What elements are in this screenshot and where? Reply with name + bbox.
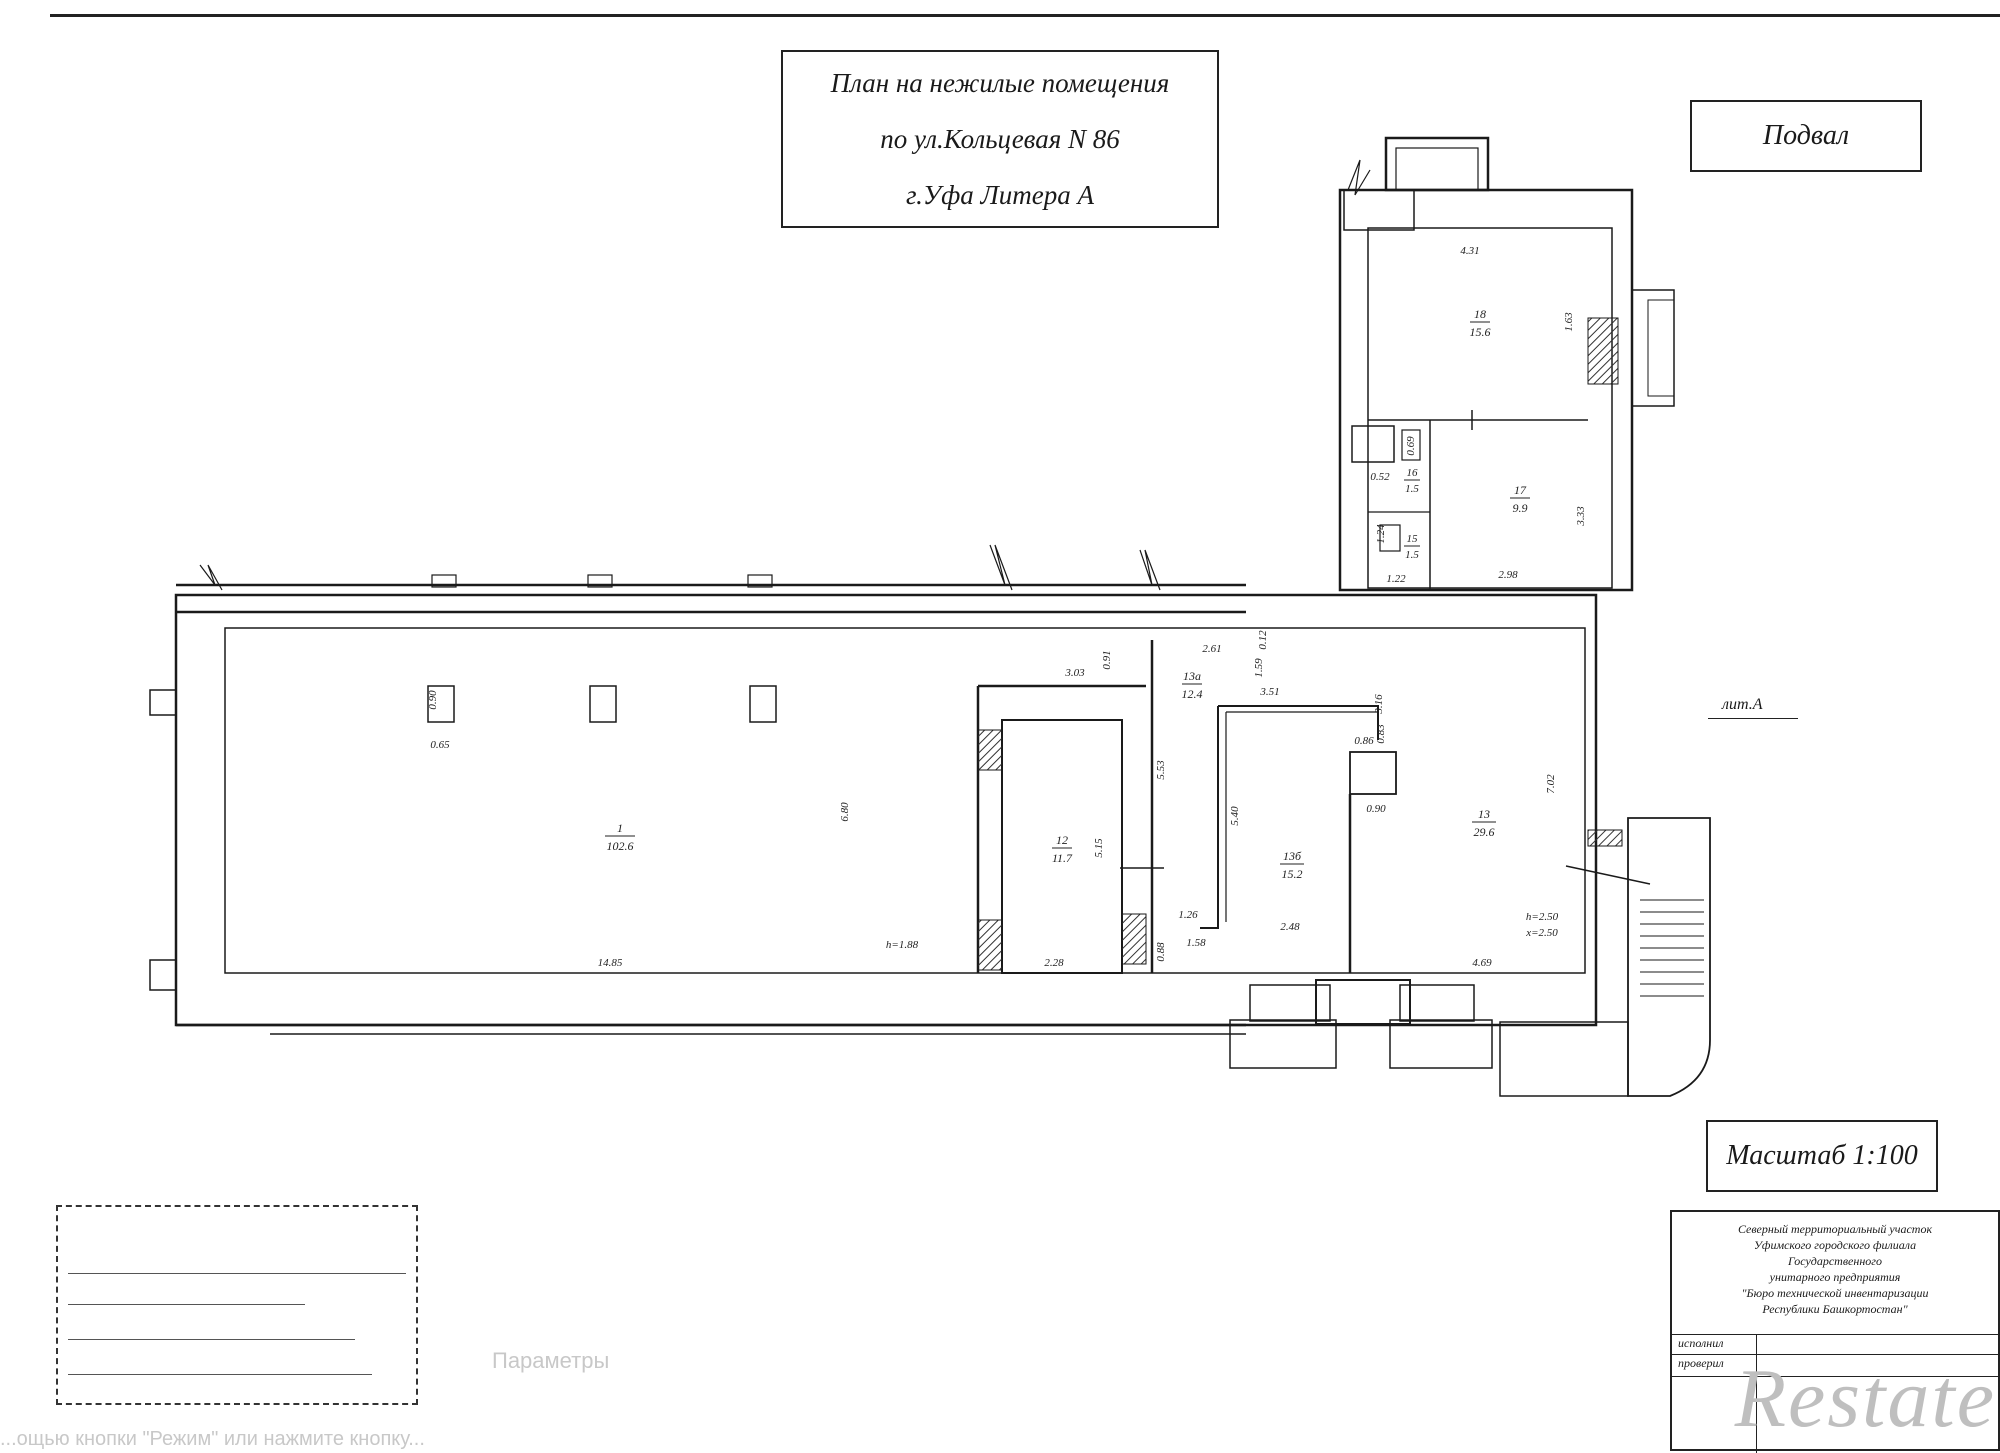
stamp-signature-line-3 [68,1354,373,1375]
svg-text:0.65: 0.65 [430,739,450,751]
svg-text:0.86: 0.86 [1354,735,1374,747]
stamp-org-line-2: Уфимского городского филиала [1753,1238,1917,1252]
dimension-labels: 4.31 1.63 3.33 2.98 0.52 1.24 1.22 0.69 … [427,245,1587,969]
stamp-column-divider [1756,1334,1757,1453]
title-line-2: по ул.Кольцевая N 86 [880,124,1120,154]
scale-label: Масштаб 1:100 [1706,1120,1938,1192]
svg-text:0.83: 0.83 [1375,724,1387,744]
svg-text:0.91: 0.91 [1101,650,1113,669]
stamp-org-line-6: Республики Башкортостан" [1762,1302,1908,1316]
level-label: Подвал [1690,100,1922,172]
svg-text:9.9: 9.9 [1513,501,1528,515]
svg-text:1.26: 1.26 [1178,909,1198,921]
restate-watermark: Restate [1734,1352,1996,1445]
column-3 [749,685,777,723]
svg-text:4.69: 4.69 [1472,957,1492,969]
svg-text:17: 17 [1514,483,1527,497]
svg-text:1.59: 1.59 [1253,658,1265,678]
stamp-divider-3 [1672,1376,1998,1377]
wall-inner-main [224,627,1586,974]
stamp-signature-line-1 [68,1284,305,1305]
stamp-org-line-3: Государственного [1788,1254,1882,1268]
svg-text:3.51: 3.51 [1259,686,1279,698]
title-line-1: План на нежилые помещения [830,68,1170,98]
svg-text:12.4: 12.4 [1182,687,1203,701]
svg-text:18: 18 [1474,307,1486,321]
svg-text:1.63: 1.63 [1563,312,1575,332]
room-label-13: 13 29.6 [1472,807,1496,839]
svg-text:16: 16 [1407,467,1419,479]
svg-text:1: 1 [617,821,623,835]
room-label-13a: 13а 12.4 [1182,669,1203,701]
stamp-signature-line-2 [68,1319,356,1340]
stamp-org-line-5: "Бюро технической инвентаризации [1741,1286,1929,1300]
svg-text:0.90: 0.90 [427,690,439,710]
svg-text:0.52: 0.52 [1370,471,1390,483]
svg-text:13б: 13б [1283,849,1302,863]
svg-text:h=1.88: h=1.88 [886,939,919,951]
svg-text:0.12: 0.12 [1257,630,1269,650]
svg-text:x=2.50: x=2.50 [1525,927,1558,939]
svg-text:15.2: 15.2 [1282,867,1303,881]
svg-text:1.5: 1.5 [1405,549,1419,561]
ghost-hint-text: ...ощью кнопки "Режим" или нажмите кнопк… [0,1428,425,1450]
stamp-scribble [68,1213,406,1274]
svg-text:1.58: 1.58 [1186,937,1206,949]
stamp-row-2: проверил [1678,1356,1724,1370]
stamp-divider-1 [1672,1334,1998,1335]
svg-text:2.48: 2.48 [1280,921,1300,933]
column-2 [589,685,617,723]
svg-text:0.69: 0.69 [1405,436,1417,456]
svg-text:11.7: 11.7 [1052,851,1073,865]
svg-text:3.33: 3.33 [1575,506,1587,527]
title-line-3: г.Уфа Литера А [905,180,1095,210]
svg-text:1.24: 1.24 [1375,524,1387,544]
room-label-17: 179.9 [1510,483,1530,515]
svg-text:13: 13 [1478,807,1490,821]
svg-text:2.61: 2.61 [1202,643,1221,655]
svg-text:5.15: 5.15 [1093,838,1105,858]
svg-text:2.28: 2.28 [1044,957,1064,969]
stamp-row-1: исполнил [1678,1336,1724,1350]
plan-title-box: План на нежилые помещения по ул.Кольцева… [781,50,1219,228]
svg-text:1.22: 1.22 [1386,573,1406,585]
room-label-16: 161.5 [1404,467,1420,495]
top-border-line [50,14,2000,17]
svg-text:h=2.50: h=2.50 [1526,911,1559,923]
svg-text:0.88: 0.88 [1155,942,1167,962]
svg-text:5.53: 5.53 [1155,760,1167,780]
room-label-1: 1 102.6 [605,821,635,853]
svg-text:7.02: 7.02 [1545,774,1557,794]
room-label-15: 151.5 [1404,533,1420,561]
stamp-org-line-1: Северный территориальный участок [1737,1222,1933,1236]
room-label-18: 18 15.6 [1470,307,1491,339]
svg-text:102.6: 102.6 [607,839,634,853]
svg-text:29.6: 29.6 [1474,825,1495,839]
svg-text:15.6: 15.6 [1470,325,1491,339]
stamp-org-line-4: унитарного предприятия [1769,1270,1901,1284]
ghost-params-label: Параметры [492,1348,610,1373]
room-label-12: 12 11.7 [1052,833,1073,865]
title-block-stamp: Северный территориальный участок Уфимско… [1670,1210,2000,1453]
svg-text:2.98: 2.98 [1498,569,1518,581]
svg-text:0.90: 0.90 [1366,803,1386,815]
column-1 [427,685,455,723]
svg-text:14.85: 14.85 [598,957,623,969]
wall-tower-inner [1367,227,1613,589]
svg-text:3.03: 3.03 [1064,667,1085,679]
litera-label: лит.А [1722,696,1763,713]
litera-leader-line [1708,718,1798,719]
svg-text:5.40: 5.40 [1229,806,1241,826]
svg-text:1.5: 1.5 [1405,483,1419,495]
svg-text:15: 15 [1407,533,1419,545]
svg-text:4.31: 4.31 [1460,245,1479,257]
svg-text:12: 12 [1056,833,1068,847]
svg-text:3.16: 3.16 [1373,694,1385,715]
certification-stamp [56,1205,418,1405]
stamp-divider-2 [1672,1354,1998,1355]
svg-text:13а: 13а [1183,669,1201,683]
svg-text:6.80: 6.80 [839,802,851,822]
room-label-13b: 13б 15.2 [1280,849,1304,881]
